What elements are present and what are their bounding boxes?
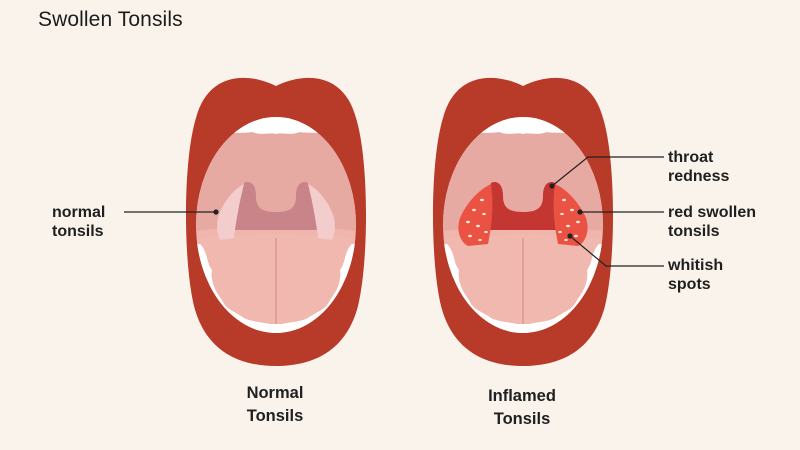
- label-whitish-spots: whitish spots: [668, 256, 723, 294]
- label-red-swollen-tonsils-line-1: red swollen: [668, 204, 757, 221]
- caption-inflamed-line-1: Inflamed: [488, 387, 556, 405]
- inflamed-tonsil-right: [553, 184, 588, 246]
- leader-line-whitish-spots: [569, 235, 664, 267]
- page-title: Swollen Tonsils: [38, 8, 183, 31]
- label-whitish-spots-line-2: spots: [668, 276, 711, 293]
- label-red-swollen-tonsils-line-2: tonsils: [668, 223, 720, 240]
- label-red-swollen-tonsils: red swollen tonsils: [668, 203, 756, 241]
- label-throat-redness-line-2: redness: [668, 168, 730, 185]
- leader-dot-normal-tonsils: [213, 209, 219, 215]
- caption-inflamed-line-2: Tonsils: [493, 410, 551, 428]
- inflamed-lower-teeth: [443, 244, 603, 333]
- normal-mouth: [185, 77, 367, 366]
- normal-uvula: [262, 181, 290, 204]
- inflamed-throat: [479, 182, 567, 230]
- caption-normal-line-1: Normal: [246, 384, 304, 402]
- normal-lower-teeth: [196, 244, 356, 333]
- whitish-spots: [466, 198, 580, 242]
- normal-throat: [232, 182, 320, 230]
- inflamed-mouth: [432, 77, 614, 366]
- inflamed-uvula: [509, 181, 537, 204]
- inflamed-tonsil-left: [458, 184, 493, 246]
- label-normal-tonsils-line-2: tonsils: [52, 223, 104, 240]
- label-normal-tonsils: normal tonsils: [52, 203, 105, 241]
- caption-normal-line-2: Tonsils: [246, 407, 304, 425]
- leader-line-throat-redness: [551, 156, 664, 187]
- label-whitish-spots-line-1: whitish: [668, 257, 724, 274]
- normal-tonsil-right: [308, 184, 335, 240]
- leader-dot-red-swollen-tonsils: [577, 209, 583, 215]
- normal-tonsil-left: [217, 184, 244, 240]
- leader-dot-throat-redness: [549, 183, 555, 189]
- leader-dot-whitish-spots: [567, 233, 573, 239]
- caption-normal-tonsils: Normal Tonsils: [230, 382, 320, 428]
- caption-inflamed-tonsils: Inflamed Tonsils: [472, 385, 572, 431]
- label-throat-redness: throat redness: [668, 148, 729, 186]
- label-throat-redness-line-1: throat: [668, 149, 714, 166]
- label-normal-tonsils-line-1: normal: [52, 204, 106, 221]
